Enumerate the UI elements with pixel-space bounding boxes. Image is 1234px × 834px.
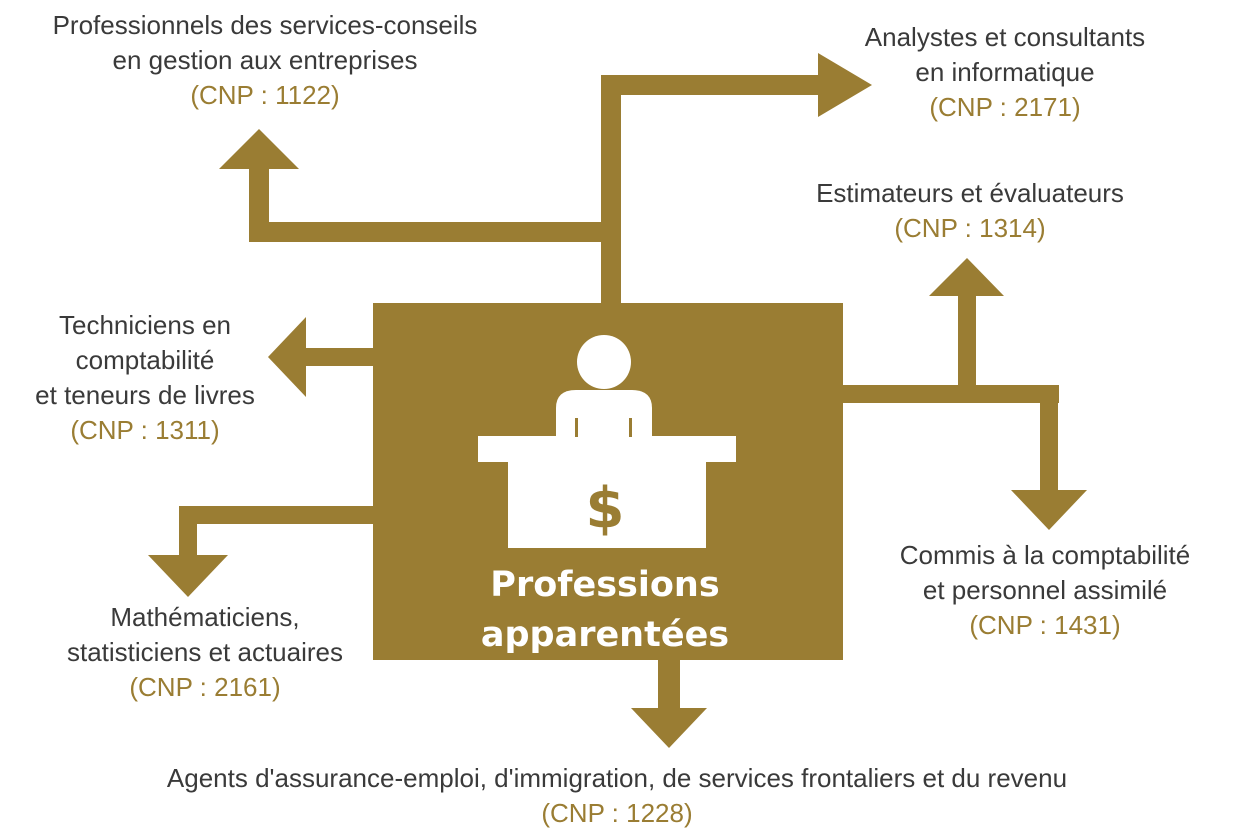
occupation-accounting-clerks: Commis à la comptabilité et personnel as… — [860, 538, 1230, 643]
center-title: Professions apparentées — [440, 560, 770, 660]
occupation-code: (CNP : 1314) — [894, 213, 1046, 243]
occupation-code: (CNP : 1228) — [541, 798, 693, 828]
connector-bottom — [631, 658, 707, 748]
occupation-label-line2: en informatique — [915, 57, 1095, 87]
occupation-label-line1: Commis à la comptabilité — [899, 540, 1191, 570]
occupation-code: (CNP : 1431) — [969, 610, 1121, 640]
occupation-management-consulting: Professionnels des services-conseils en … — [0, 8, 530, 113]
dollar-symbol: $ — [586, 476, 625, 541]
occupation-label-line1: Analystes et consultants — [864, 22, 1146, 52]
occupation-label-line1: Agents d'assurance-emploi, d'immigration… — [166, 763, 1068, 793]
occupation-label-line3: et teneurs de livres — [35, 380, 255, 410]
occupation-label-line2: et personnel assimilé — [922, 575, 1168, 605]
occupation-estimators: Estimateurs et évaluateurs (CNP : 1314) — [770, 176, 1170, 246]
connector-left-lower — [148, 506, 375, 597]
occupation-accounting-technicians: Techniciens en comptabilité et teneurs d… — [0, 308, 290, 448]
occupation-label-line1: Professionnels des services-conseils — [52, 10, 478, 40]
occupation-mathematicians: Mathématiciens, statisticiens et actuair… — [40, 600, 370, 705]
occupation-code: (CNP : 2171) — [929, 92, 1081, 122]
connector-top — [219, 53, 872, 305]
center-title-line2: apparentées — [480, 615, 730, 655]
occupation-label-line1: Mathématiciens, — [110, 602, 300, 632]
occupation-label-line1: Techniciens en — [59, 310, 231, 340]
occupation-label-line2: comptabilité — [75, 345, 215, 375]
occupation-label-line2: en gestion aux entreprises — [112, 45, 418, 75]
occupation-code: (CNP : 1311) — [70, 415, 220, 445]
occupation-code: (CNP : 1122) — [190, 80, 340, 110]
connector-left-upper — [268, 317, 375, 397]
person-at-cash-desk-icon — [478, 335, 736, 548]
occupation-employment-insurance: Agents d'assurance-emploi, d'immigration… — [0, 761, 1234, 831]
occupation-label-line2: statisticiens et actuaires — [66, 637, 343, 667]
center-title-line1: Professions — [490, 565, 720, 605]
occupation-code: (CNP : 2161) — [129, 672, 281, 702]
occupation-label-line1: Estimateurs et évaluateurs — [816, 178, 1124, 208]
connector-right — [841, 258, 1087, 530]
occupation-it-analysts: Analystes et consultants en informatique… — [820, 20, 1190, 125]
